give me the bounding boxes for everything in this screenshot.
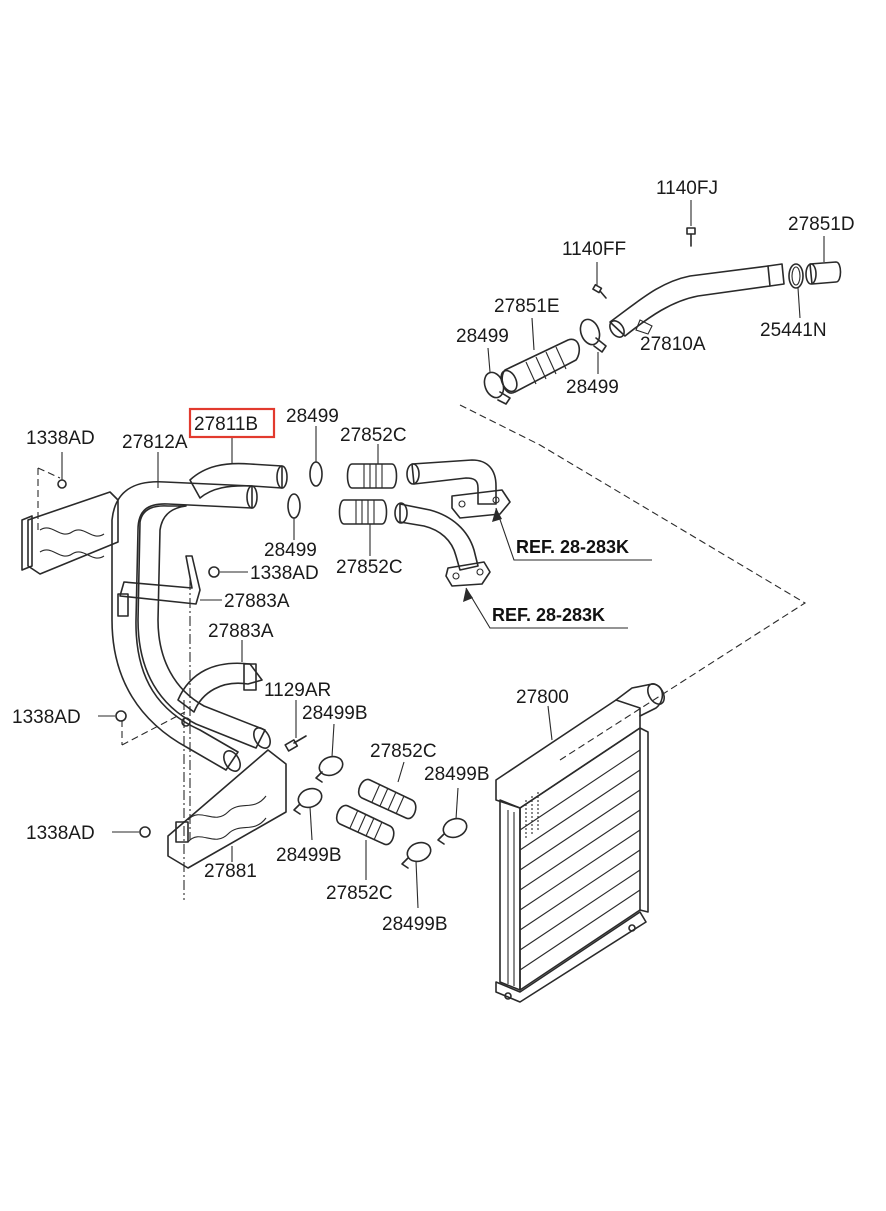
hose-27852c-lower-a xyxy=(357,761,417,820)
nut-1338ad-mid xyxy=(208,566,248,578)
elbow-connector-upper xyxy=(406,459,511,519)
clamp-28499-top-left xyxy=(483,347,511,405)
label-27852c-a: 27852C xyxy=(340,425,407,446)
strap-27883a-lower xyxy=(177,640,263,713)
label-28499b-d: 28499B xyxy=(382,914,448,935)
label-28499b-a: 28499B xyxy=(302,703,368,724)
pipe-27812a xyxy=(111,452,271,772)
connection-lines xyxy=(37,404,807,900)
ref-arrow-lower xyxy=(463,587,628,629)
bolt-1140fj xyxy=(686,200,696,247)
label-28499-b: 28499 xyxy=(566,377,619,398)
label-1140fj: 1140FJ xyxy=(656,178,718,199)
label-28499-c: 28499 xyxy=(286,406,339,427)
label-27851e: 27851E xyxy=(494,296,560,317)
hose-27852c-upper-b xyxy=(338,499,388,556)
bracket-27881 xyxy=(167,717,287,869)
label-28499-a: 28499 xyxy=(456,326,509,347)
clamp-28499b-d xyxy=(401,841,432,909)
label-27811b: 27811B xyxy=(194,414,258,435)
label-28499b-b: 28499B xyxy=(424,764,490,785)
highlight-box-27811b xyxy=(188,407,276,439)
label-27852c-c: 27852C xyxy=(370,741,437,762)
ref-label-upper: REF. 28-283K xyxy=(516,537,629,557)
clamp-28499b-b xyxy=(293,787,323,841)
label-1338ad-b: 1338AD xyxy=(250,563,319,584)
pipe-27811b xyxy=(189,436,288,499)
bracket-upper-left xyxy=(21,452,119,575)
clamp-25441n xyxy=(788,263,804,319)
label-27852c-b: 27852C xyxy=(336,557,403,578)
elbow-connector-lower xyxy=(394,502,491,587)
label-1129ar: 1129AR xyxy=(264,680,331,701)
label-28499b-c: 28499B xyxy=(276,845,342,866)
ref-label-lower: REF. 28-283K xyxy=(492,605,605,625)
label-27883a-b: 27883A xyxy=(208,621,274,642)
hose-27852c-lower-b xyxy=(335,804,395,880)
label-27812a: 27812A xyxy=(122,432,188,453)
intercooler-27800 xyxy=(495,683,665,1003)
label-25441n: 25441N xyxy=(760,320,827,341)
clamp-28499-mid-bottom xyxy=(287,493,301,540)
nut-1338ad-left xyxy=(98,710,127,722)
hose-27852c-upper-a xyxy=(346,444,398,489)
label-27881: 27881 xyxy=(204,861,257,882)
bolt-1140ff xyxy=(592,262,607,299)
clamp-28499-mid-top xyxy=(309,426,323,487)
label-27851d: 27851D xyxy=(788,214,855,235)
clamp-28499b-c xyxy=(437,787,468,845)
ref-arrow-upper xyxy=(492,507,652,561)
label-1338ad-c: 1338AD xyxy=(12,707,81,728)
clamp-28499-top-right xyxy=(579,318,607,374)
label-27810a: 27810A xyxy=(640,334,706,355)
label-27883a-a: 27883A xyxy=(224,591,290,612)
label-1338ad-d: 1338AD xyxy=(26,823,95,844)
hose-27851d xyxy=(805,236,842,285)
nut-1338ad-bottom xyxy=(112,826,151,838)
clamp-28499b-a xyxy=(315,723,344,783)
strap-27883a-upper xyxy=(117,555,222,617)
bolt-1129ar xyxy=(284,700,307,752)
label-28499-d: 28499 xyxy=(264,540,317,561)
label-27852c-d: 27852C xyxy=(326,883,393,904)
pipe-27810a xyxy=(609,263,785,338)
label-1140ff: 1140FF xyxy=(562,239,626,260)
label-1338ad-a: 1338AD xyxy=(26,428,95,449)
part-labels: 1140FJ 27851D 1140FF 27851E 28499 27810A… xyxy=(12,178,855,935)
label-27800: 27800 xyxy=(516,687,569,708)
